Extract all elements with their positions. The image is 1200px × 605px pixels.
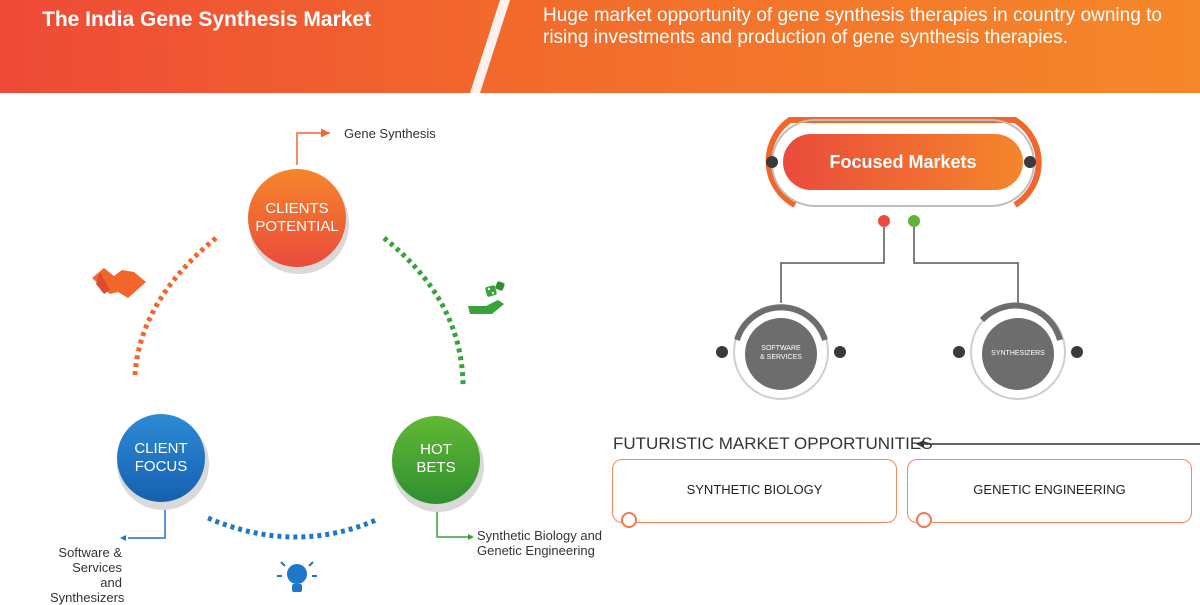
client-focus-label: CLIENT FOCUS bbox=[134, 440, 188, 475]
clients-potential-circle bbox=[248, 169, 346, 267]
market-dot-synth-left bbox=[953, 346, 965, 358]
opportunity-label: GENETIC ENGINEERING bbox=[973, 482, 1126, 497]
arc-right-dashed bbox=[382, 236, 466, 386]
market-dot-software-right bbox=[834, 346, 846, 358]
client-focus-circle bbox=[117, 414, 205, 502]
branch-line-right bbox=[913, 227, 1019, 303]
hand-dice-icon bbox=[468, 281, 505, 314]
branch-dot-green bbox=[908, 215, 920, 227]
lightbulb-icon bbox=[277, 561, 317, 592]
arc-left-dashed bbox=[132, 236, 218, 376]
connector-client-focus bbox=[128, 498, 166, 539]
hot-bets-label: HOT BETS bbox=[416, 441, 456, 476]
opportunity-ring-icon bbox=[916, 512, 932, 528]
connector-gene-synthesis bbox=[296, 128, 330, 165]
banner-divider bbox=[470, 0, 510, 93]
pill-dot-left bbox=[766, 156, 778, 168]
branch-dot-red bbox=[878, 215, 890, 227]
clients-potential-label: CLIENTS POTENTIAL bbox=[255, 200, 339, 235]
opportunity-label: SYNTHETIC BIOLOGY bbox=[686, 482, 823, 497]
hot-bets-note: Synthetic Biology and Genetic Engineerin… bbox=[477, 528, 603, 558]
arc-bottom-dashed bbox=[207, 515, 377, 540]
futuristic-heading: FUTURISTIC MARKET OPPORTUNITIES bbox=[613, 434, 933, 453]
opportunity-box-genetic-engineering: GENETIC ENGINEERING bbox=[907, 459, 1192, 528]
client-focus-note: Software & Services and Synthesizers bbox=[50, 545, 125, 605]
branch-line-left bbox=[780, 227, 885, 303]
hot-bets-circle bbox=[392, 416, 480, 504]
gene-synthesis-note: Gene Synthesis bbox=[344, 126, 436, 141]
market-circle-synthesizers bbox=[982, 318, 1054, 390]
opportunity-ring-icon bbox=[621, 512, 637, 528]
market-dot-synth-right bbox=[1071, 346, 1083, 358]
focused-pill bbox=[783, 134, 1023, 190]
market-circle-software bbox=[745, 318, 817, 390]
header-banner bbox=[0, 0, 1200, 93]
opportunity-box-synthetic-biology: SYNTHETIC BIOLOGY bbox=[612, 459, 897, 528]
market-label-software: SOFTWARE & SERVICES bbox=[760, 345, 802, 361]
connector-hot-bets bbox=[436, 505, 470, 538]
header-description: Huge market opportunity of gene synthesi… bbox=[543, 5, 1162, 48]
page-title: The India Gene Synthesis Market bbox=[42, 8, 372, 31]
market-label-synthesizers: SYNTHESIZERS bbox=[991, 350, 1045, 357]
focused-markets-title: Focused Markets bbox=[829, 151, 977, 172]
handshake-icon bbox=[92, 268, 146, 298]
pill-dot-right bbox=[1024, 156, 1036, 168]
market-dot-software-left bbox=[716, 346, 728, 358]
